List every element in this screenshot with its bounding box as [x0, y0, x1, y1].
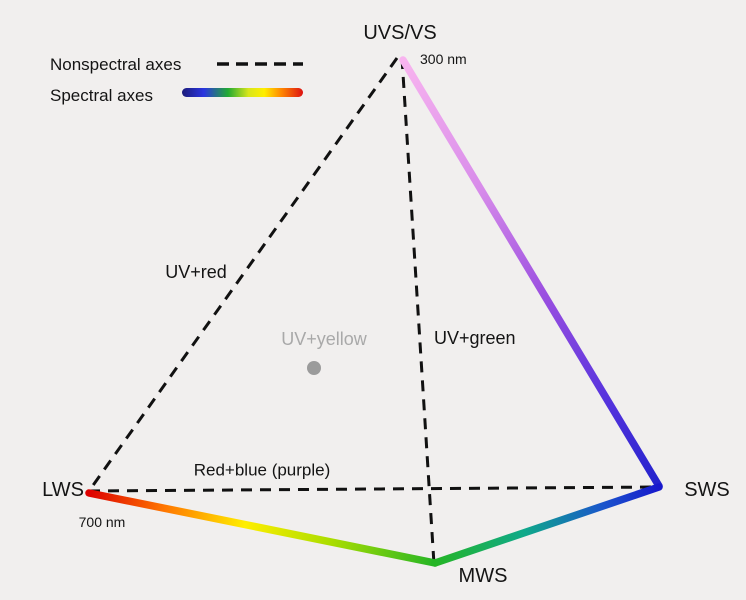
axis-label-uv-green: UV+green [434, 328, 516, 348]
legend-spectrum-sample [182, 88, 303, 97]
axis-red-blue-dashed-line [88, 485, 660, 493]
legend-nonspectral-label: Nonspectral axes [50, 55, 182, 74]
vertex-label-lws: LWS [42, 479, 84, 501]
legend-spectral-label: Spectral axes [50, 86, 153, 105]
axis-label-uv-yellow: UV+yellow [281, 329, 367, 349]
axis-label-uv-red: UV+red [165, 262, 227, 282]
spectral-edge-uvs-to-sws [399, 56, 663, 490]
axis-uv-red-dashed-line [87, 57, 399, 492]
vertex-sublabel-700nm: 700 nm [78, 514, 126, 530]
spectral-edge-mws-to-sws [431, 483, 663, 567]
vertex-label-mws: MWS [458, 565, 508, 587]
vertex-sublabel-300nm: 300 nm [420, 51, 467, 67]
vertex-label-uvs-vs: UVS/VS [363, 22, 437, 44]
spectral-edge-lws-to-mws [85, 489, 439, 567]
axis-label-red-blue-purple: Red+blue (purple) [193, 460, 331, 480]
axis-uv-green-dashed-line [400, 57, 436, 565]
vertex-label-sws: SWS [684, 479, 730, 501]
uv-yellow-point [307, 361, 321, 375]
